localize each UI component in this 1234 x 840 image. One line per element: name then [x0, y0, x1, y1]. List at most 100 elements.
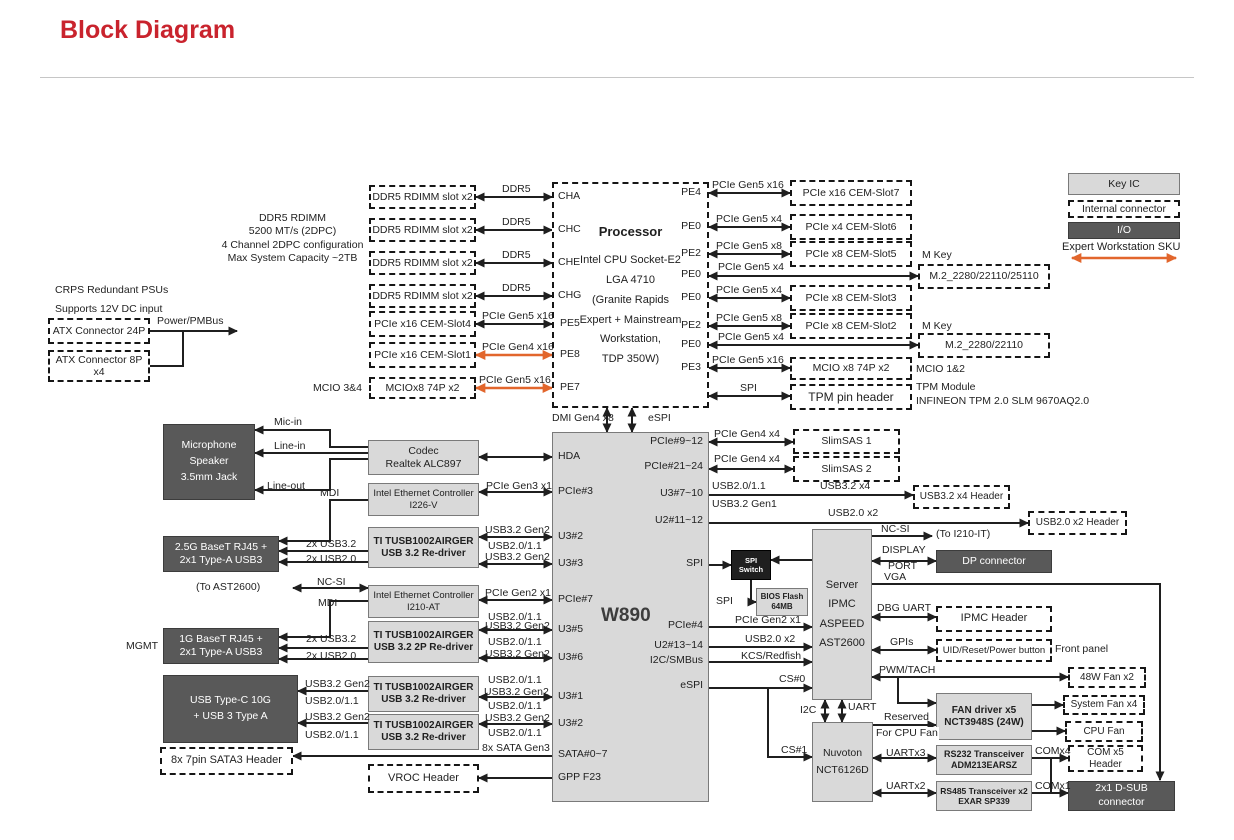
label-dmi-gen4-x8: DMI Gen4 x8: [552, 412, 614, 424]
label-uartx3: UARTx3: [886, 747, 926, 759]
nuvoton: Nuvoton NCT6126D: [812, 722, 873, 802]
label-reserved: Reserved: [884, 711, 929, 723]
label-pcie-gen5-x8: PCIe Gen5 x8: [716, 312, 782, 324]
label-uart: UART: [848, 701, 877, 713]
connector-line: [767, 688, 813, 762]
label-usb3-2-gen2: USB3.2 Gen2: [305, 711, 370, 723]
label-usb2-0-1-1: USB2.0/1.1: [305, 729, 359, 741]
ipmc-header: IPMC Header: [936, 606, 1052, 632]
label-i2c-smbus: I2C/SMBus: [649, 654, 703, 666]
label-pcie-gen4-x4: PCIe Gen4 x4: [714, 453, 780, 465]
label-pcie-gen5-x16: PCIe Gen5 x16: [712, 354, 784, 366]
label-to-i210-it: (To I210-IT): [936, 528, 991, 540]
label-ddr5: DDR5: [502, 216, 531, 228]
atx-connector-8p: ATX Connector 8P x4: [48, 350, 150, 382]
label-pcie-gen5-x16: PCIe Gen5 x16: [479, 374, 551, 386]
label-usb3-2-gen2: USB3.2 Gen2: [484, 686, 549, 698]
connector-line: [150, 332, 184, 367]
label-m-key: M Key: [922, 249, 952, 261]
label-nc-si: NC-SI: [317, 576, 346, 588]
label-pe0: PE0: [681, 220, 701, 232]
label-pcie-3: PCIe#3: [558, 485, 594, 497]
fan-cpu: CPU Fan: [1065, 721, 1143, 742]
label-u2-11-12: U2#11~12: [655, 514, 703, 526]
label-for-cpu-fan: For CPU Fan: [875, 727, 939, 740]
label-u3-2: U3#2: [558, 530, 584, 542]
label-ddr5-rdimm-5200-mt-s-2dpc-4-channel-2dpc: DDR5 RDIMM 5200 MT/s (2DPC) 4 Channel 2D…: [221, 212, 364, 265]
label-usb3-2-gen2: USB3.2 Gen2: [305, 678, 370, 690]
label-usb2-0-1-1: USB2.0/1.1: [488, 700, 542, 712]
label-usb2-0-x2: USB2.0 x2: [828, 507, 879, 519]
d-sub-connector: 2x1 D-SUB connector: [1068, 781, 1175, 811]
rj45-2-5g: 2.5G BaseT RJ45 + 2x1 Type-A USB3: [163, 536, 279, 572]
label-kcs-redfish: KCS/Redfish: [741, 650, 802, 662]
label-nc-si: NC-SI: [881, 523, 910, 535]
pcie-x16-cem-slot1: PCIe x16 CEM-Slot1: [369, 342, 476, 368]
label-pcie-gen3-x1: PCIe Gen3 x1: [486, 480, 552, 492]
label-pe4: PE4: [681, 186, 701, 198]
label-pcie-gen5-x4: PCIe Gen5 x4: [716, 213, 782, 225]
label-u2-13-14: U2#13~14: [654, 639, 703, 651]
legend-internal-connector: Internal connector: [1068, 200, 1180, 218]
label-spi: SPI: [686, 557, 703, 569]
eth-i210at: Intel Ethernet Controller I210-AT: [368, 585, 479, 618]
legend-key-ic: Key IC: [1068, 173, 1180, 195]
label-usb2-0-1-1: USB2.0/1.1: [488, 540, 542, 552]
label-usb2-0-1-1: USB2.0/1.1: [305, 695, 359, 707]
label-mic-in: Mic-in: [274, 416, 302, 428]
mcio-3-4: MCIOx8 74P x2: [369, 377, 476, 399]
w890-chipset: [552, 432, 709, 802]
pcie-x8-cem-slot5: PCIe x8 CEM-Slot5: [790, 241, 912, 267]
slimsas-1: SlimSAS 1: [793, 429, 900, 454]
label-usb2-0-1-1: USB2.0/1.1: [712, 480, 766, 492]
label-display: DISPLAY: [882, 544, 926, 556]
label-i2c: I2C: [800, 704, 817, 716]
label-pwm-tach: PWM/TACH: [879, 664, 936, 676]
label-usb3-2-gen2: USB3.2 Gen2: [485, 712, 550, 724]
label-pe7: PE7: [560, 381, 580, 393]
label-pcie-gen2-x1: PCIe Gen2 x1: [735, 614, 801, 626]
audio-jack: Microphone Speaker 3.5mm Jack: [163, 424, 255, 500]
fan-system: System Fan x4: [1063, 695, 1145, 715]
label-2x-usb2-0: 2x USB2.0: [306, 553, 357, 565]
usb-redriver-3: TI TUSB1002AIRGER USB 3.2 Re-driver: [368, 676, 479, 712]
label-gpis: GPIs: [890, 636, 914, 648]
label-u3-2: U3#2: [558, 717, 584, 729]
label-2x-usb2-0: 2x USB2.0: [306, 650, 357, 662]
connector-line: [747, 580, 757, 607]
label-cs-0: CS#0: [779, 673, 806, 685]
label-mcio-3-4: MCIO 3&4: [313, 382, 363, 394]
usb-redriver-1: TI TUSB1002AIRGER USB 3.2 Re-driver: [368, 527, 479, 568]
label-mcio-1-2: MCIO 1&2: [916, 363, 966, 375]
label-pcie-gen4-x16: PCIe Gen4 x16: [482, 341, 554, 353]
connector-line: [254, 425, 368, 448]
pcie-x16-cem-slot4: PCIe x16 CEM-Slot4: [369, 311, 476, 337]
label-pe0: PE0: [681, 268, 701, 280]
connector-line: [278, 600, 368, 642]
connector-line: [254, 458, 368, 495]
label-ddr5: DDR5: [502, 249, 531, 261]
mcio-1-2: MCIO x8 74P x2: [790, 357, 912, 380]
label-usb3-2-gen2: USB3.2 Gen2: [485, 620, 550, 632]
label-u3-6: U3#6: [558, 651, 584, 663]
pcie-x8-cem-slot3: PCIe x8 CEM-Slot3: [790, 285, 912, 311]
label-line-in: Line-in: [274, 440, 306, 452]
rj45-1g: 1G BaseT RJ45 + 2x1 Type-A USB3: [163, 628, 279, 664]
label-pcie-gen5-x4: PCIe Gen5 x4: [718, 261, 784, 273]
label-pe5: PE5: [560, 317, 580, 329]
label-comx4: COMx4: [1035, 745, 1071, 757]
label-usb3-2-gen2: USB3.2 Gen2: [485, 524, 550, 536]
label-u3-5: U3#5: [558, 623, 584, 635]
label-8x-sata-gen3: 8x SATA Gen3: [482, 742, 550, 754]
m2-slot-b: M.2_2280/22110: [918, 333, 1050, 358]
label-che: CHE: [558, 256, 581, 268]
label-mdi: MDI: [320, 487, 340, 499]
ddr5-rdimm-slot-2: DDR5 RDIMM slot x2: [369, 218, 476, 242]
connector-line: [278, 499, 368, 546]
page-title: Block Diagram: [60, 16, 236, 44]
tpm-pin-header: TPM pin header: [790, 384, 912, 410]
legend-io: I/O: [1068, 222, 1180, 239]
pcie-x16-cem-slot7: PCIe x16 CEM-Slot7: [790, 180, 912, 206]
